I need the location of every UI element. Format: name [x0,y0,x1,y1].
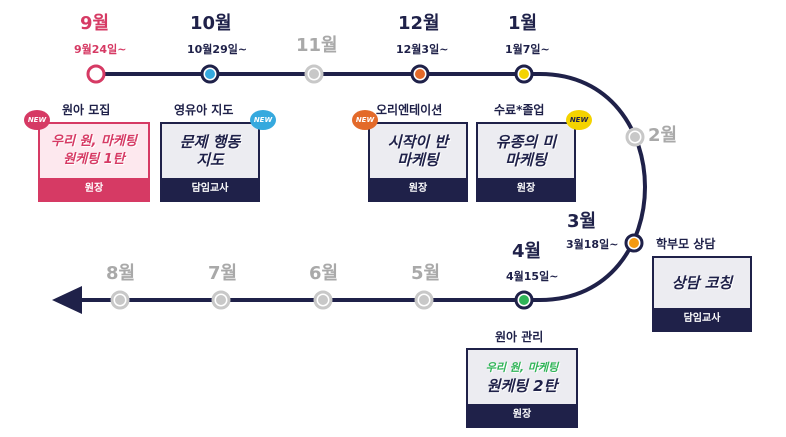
card-title: 문제 행동 지도 [179,133,241,169]
event-label-parent-counsel: 학부모 상담 [656,237,716,251]
date-label-mar: 3월18일~ [566,238,619,251]
month-label-feb: 2월 [648,125,678,146]
milestone-dot-fill-mar [629,238,639,248]
event-label-graduation: 수료*졸업 [494,103,545,117]
card-marketing-1: 우리 원, 마케팅 원케팅 1탄 원장 [38,122,150,202]
new-badge-icon: NEW [24,110,50,130]
milestone-dot-fill-aug [115,295,125,305]
card-owner: 담임교사 [162,178,258,200]
milestone-dot-fill-jun [318,295,328,305]
new-badge-icon: NEW [352,110,378,130]
milestone-dot-fill-oct [205,69,215,79]
card-title-line-2: 원케팅 2탄 [486,377,558,395]
new-badge-icon: NEW [250,110,276,130]
month-label-jan: 1월 [508,13,538,34]
date-label-apr: 4월15일~ [506,270,559,283]
card-owner: 원장 [40,178,148,200]
month-label-may: 5월 [411,263,441,284]
date-label-dec: 12월3일~ [396,43,449,56]
new-badge-icon: NEW [566,110,592,130]
milestone-dot-fill-feb [630,132,640,142]
event-label-child-care: 원아 관리 [495,330,544,344]
card-title: 상담 코칭 [671,274,733,292]
timeline-arrowhead [52,286,82,314]
milestone-dot-fill-dec [415,69,425,79]
card-owner: 담임교사 [654,308,750,330]
milestone-dot-fill-jul [216,295,226,305]
event-label-recruitment: 원아 모집 [62,103,111,117]
card-title-line-1: 우리 원, 마케팅 [485,361,559,374]
card-behavior-guidance: 문제 행동 지도 담임교사 [160,122,260,202]
milestone-dot-fill-apr [519,295,529,305]
event-label-guidance: 영유아 지도 [174,103,234,117]
milestone-dot-fill-jan [519,69,529,79]
card-owner: 원장 [468,404,576,426]
month-label-jun: 6월 [309,263,339,284]
card-marketing-2: 우리 원, 마케팅 원케팅 2탄 원장 [466,348,578,428]
month-label-nov: 11월 [296,35,338,56]
date-label-jan: 1월7일~ [505,43,550,56]
milestone-dot-fill-may [419,295,429,305]
card-title: 유종의 미 마케팅 [495,133,557,169]
card-owner: 원장 [370,178,466,200]
month-label-dec: 12월 [398,13,440,34]
card-title: 시작이 반 마케팅 [387,133,449,169]
milestone-dot-fill-nov [309,69,319,79]
date-label-sep: 9월24일~ [74,43,127,56]
card-start-marketing: 시작이 반 마케팅 원장 [368,122,468,202]
month-label-sep: 9월 [80,13,110,34]
month-label-oct: 10월 [190,13,232,34]
card-title: 우리 원, 마케팅 원케팅 2탄 [468,350,576,404]
card-owner: 원장 [478,178,574,200]
month-label-jul: 7월 [208,263,238,284]
card-title: 우리 원, 마케팅 원케팅 1탄 [51,134,137,167]
timeline-line [75,72,647,302]
month-label-apr: 4월 [512,241,542,262]
month-label-aug: 8월 [106,263,136,284]
date-label-oct: 10월29일~ [187,43,248,56]
card-counsel-coaching: 상담 코칭 담임교사 [652,256,752,332]
milestone-dot-sep [86,64,106,84]
card-finish-marketing: 유종의 미 마케팅 원장 [476,122,576,202]
month-label-mar: 3월 [567,211,597,232]
event-label-orientation: 오리엔테이션 [376,103,443,117]
